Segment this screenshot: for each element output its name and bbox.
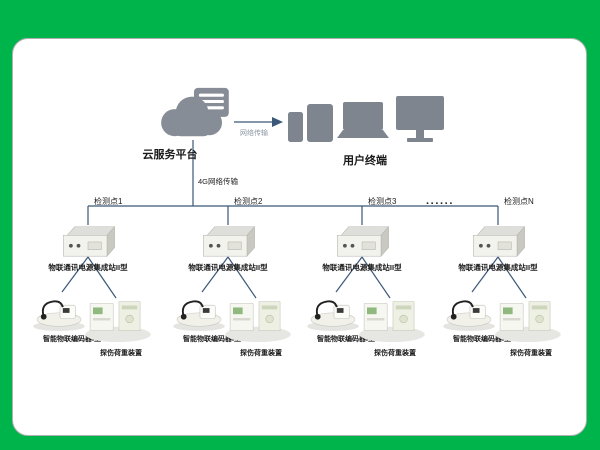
detection-point-label: 检测点3 — [368, 197, 397, 206]
station-label: 物联通讯电源集成站II型 — [458, 263, 538, 272]
tablet-icon — [307, 104, 333, 142]
encoder-device-image — [170, 288, 228, 332]
encoder-label: 智能物联编码器I型 — [453, 336, 511, 343]
station-label: 物联通讯电源集成站II型 — [48, 263, 128, 272]
user-terminals-label: 用户终端 — [343, 155, 387, 167]
detection-column-1: 检测点1 物联通讯电源集成站II型 智能物联编码器I型 探伤荷重装置 — [18, 196, 158, 391]
load-label: 探伤荷重装置 — [100, 350, 142, 357]
detection-point-label: 检测点1 — [94, 197, 123, 206]
station-device-image — [199, 222, 257, 260]
load-device-image — [492, 294, 564, 344]
monitor-icon — [396, 96, 444, 142]
station-label: 物联通讯电源集成站II型 — [188, 263, 268, 272]
detection-column-n: 检测点N 物联通讯电源集成站II型 智能物联编码器I型 探伤荷重装置 — [428, 196, 568, 391]
user-terminals-icons — [288, 96, 444, 142]
load-device-image — [222, 294, 294, 344]
load-label: 探伤荷重装置 — [240, 350, 282, 357]
load-device-image — [82, 294, 154, 344]
detection-point-label: 检测点N — [504, 197, 534, 206]
station-device-image — [333, 222, 391, 260]
cloud-server-icon — [161, 87, 229, 137]
detection-column-2: 检测点2 物联通讯电源集成站II型 智能物联编码器I型 探伤荷重装置 — [158, 196, 298, 391]
station-device-image — [469, 222, 527, 260]
encoder-label: 智能物联编码器I型 — [183, 336, 241, 343]
load-label: 探伤荷重装置 — [510, 350, 552, 357]
station-device-image — [59, 222, 117, 260]
encoder-device-image — [30, 288, 88, 332]
laptop-icon — [337, 102, 389, 138]
network-transmission-label: 网络传输 — [240, 130, 268, 137]
encoder-label: 智能物联编码器I型 — [43, 336, 101, 343]
encoder-device-image — [304, 288, 362, 332]
4g-network-label: 4G网络传输 — [198, 177, 239, 186]
load-label: 探伤荷重装置 — [374, 350, 416, 357]
phone-icon — [288, 112, 303, 142]
detection-column-3: 检测点3 物联通讯电源集成站II型 智能物联编码器I型 探伤荷重装置 — [292, 196, 432, 391]
encoder-device-image — [440, 288, 498, 332]
cloud-platform-label: 云服务平台 — [142, 149, 198, 161]
ellipsis-text: ······ — [426, 198, 454, 210]
detection-point-label: 检测点2 — [234, 197, 263, 206]
station-label: 物联通讯电源集成站II型 — [322, 263, 402, 272]
encoder-label: 智能物联编码器I型 — [317, 336, 375, 343]
load-device-image — [356, 294, 428, 344]
